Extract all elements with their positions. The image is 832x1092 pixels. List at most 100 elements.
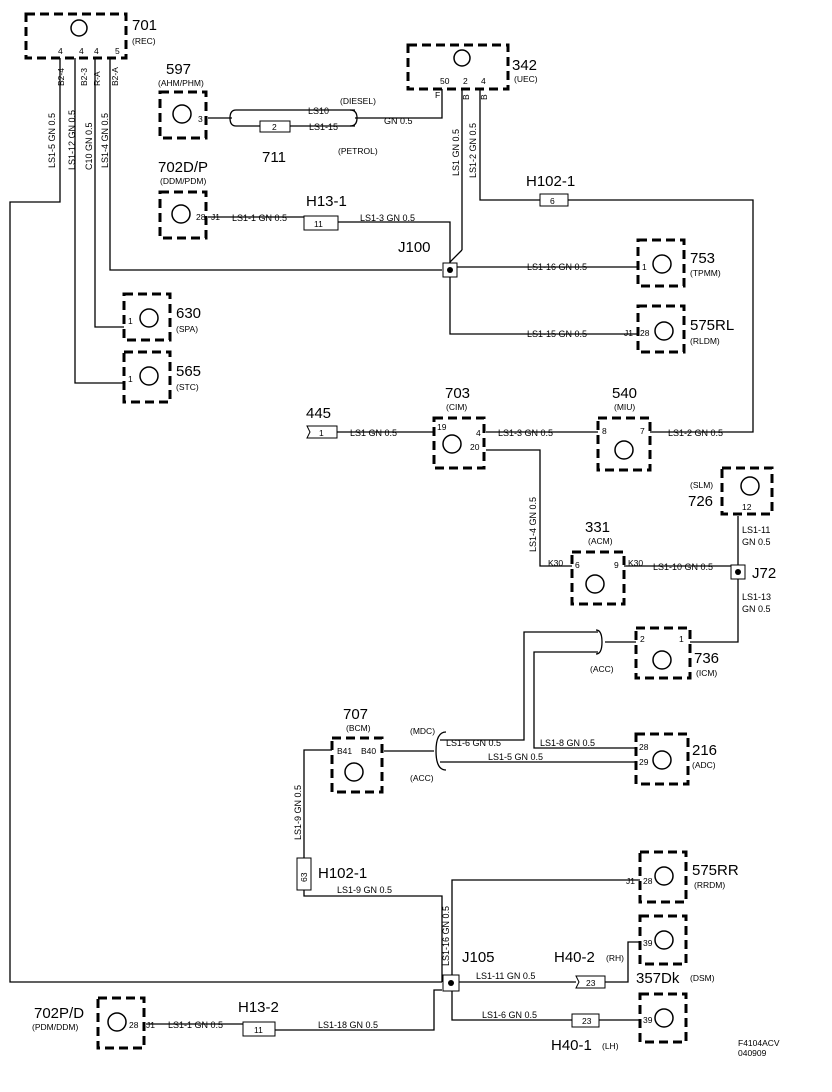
pin-label: 1 bbox=[642, 262, 647, 272]
component-342-id: 342 bbox=[512, 57, 537, 74]
connector-h13-2: 11 H13-2 bbox=[238, 999, 279, 1037]
connector-445: 1 445 bbox=[306, 405, 338, 439]
component-342-uec: 342 (UEC) 50 2 4 bbox=[406, 43, 538, 91]
wire-label: K30 bbox=[628, 558, 643, 568]
pin-label: 1 bbox=[679, 634, 684, 644]
component-753-name: (TPMM) bbox=[690, 268, 721, 278]
wire-label: LS1-1 GN 0.5 bbox=[232, 213, 287, 223]
wire-label: LS1-16 GN 0.5 bbox=[441, 906, 451, 966]
component-357dk-name: (DSM) bbox=[690, 973, 715, 983]
component-630-spa: 630 (SPA) 1 bbox=[122, 292, 201, 342]
wire-label: (DIESEL) bbox=[340, 96, 376, 106]
connector-h13-2-label: H13-2 bbox=[238, 999, 279, 1016]
wire-label: (PETROL) bbox=[338, 146, 378, 156]
connector-h40-1: 23 H40-1 (LH) bbox=[551, 1013, 619, 1054]
connector-h40-1-label: H40-1 bbox=[551, 1037, 592, 1054]
component-597-ahm: 597 (AHM/PHM) 3 bbox=[158, 61, 208, 140]
wire-label: LS1-13 bbox=[742, 592, 771, 602]
connector-h102-1-bottom: 63 H102-1 bbox=[296, 857, 367, 891]
wire-label: (ACC) bbox=[590, 664, 614, 674]
pin-label: 1 bbox=[128, 374, 133, 384]
connector-445-label: 445 bbox=[306, 405, 331, 422]
pin-label: 2 bbox=[640, 634, 645, 644]
wire-label: LS1-6 GN 0.5 bbox=[446, 738, 501, 748]
wire-label: LS1-3 GN 0.5 bbox=[360, 213, 415, 223]
component-702dp: 702D/P (DDM/PDM) 28 J1 bbox=[158, 159, 220, 240]
pin-label: 20 bbox=[470, 442, 480, 452]
wire-label: LS1-10 GN 0.5 bbox=[653, 562, 713, 572]
pin-label: 12 bbox=[742, 502, 752, 512]
connector-label: J1 bbox=[211, 212, 220, 222]
component-736-icm: 736 (ICM) 2 1 bbox=[634, 626, 719, 680]
component-702dp-id: 702D/P bbox=[158, 159, 208, 176]
wire-label: LS1-4 GN 0.5 bbox=[100, 113, 110, 168]
wire-label: LS1-5 GN 0.5 bbox=[488, 752, 543, 762]
component-597-id: 597 bbox=[166, 61, 191, 78]
pin-label: 28 bbox=[640, 328, 650, 338]
component-736-id: 736 bbox=[694, 650, 719, 667]
connector-h40-2-label: H40-2 bbox=[554, 949, 595, 966]
component-575rr: 575RR (RRDM) 28 J1 bbox=[626, 850, 739, 904]
pin-label: 2 bbox=[272, 122, 277, 132]
pin-label: 29 bbox=[639, 757, 649, 767]
junction-j72: J72 bbox=[730, 564, 776, 582]
component-575rl-name: (RLDM) bbox=[690, 336, 720, 346]
component-540-name: (MIU) bbox=[614, 402, 635, 412]
pin-label: 2 bbox=[463, 76, 468, 86]
pin-label: 23 bbox=[586, 978, 596, 988]
component-575rl-id: 575RL bbox=[690, 317, 734, 334]
connector-h40-2-side: (RH) bbox=[606, 953, 624, 963]
junction-j105-label: J105 bbox=[462, 949, 495, 966]
wire-label: LS1 GN 0.5 bbox=[451, 129, 461, 176]
component-331-name: (ACM) bbox=[588, 536, 613, 546]
connector-h40-2: 23 H40-2 (RH) bbox=[554, 949, 624, 989]
pin-label: 50 bbox=[440, 76, 450, 86]
connector-h102-1-bottom-label: H102-1 bbox=[318, 865, 367, 882]
pin-label: 28 bbox=[129, 1020, 139, 1030]
wire-label: LS10 bbox=[308, 106, 329, 116]
component-575rr-id: 575RR bbox=[692, 862, 739, 879]
pin-label: 4 bbox=[476, 428, 481, 438]
wire-label: LS1-8 GN 0.5 bbox=[540, 738, 595, 748]
wire-label: B2-3 bbox=[79, 68, 89, 86]
component-726-name: (SLM) bbox=[690, 480, 713, 490]
pin-label: 63 bbox=[299, 872, 309, 882]
connector-h13-1-label: H13-1 bbox=[306, 193, 347, 210]
junction-j100: J100 bbox=[398, 239, 458, 278]
wire-label: GN 0.5 bbox=[742, 537, 771, 547]
wire-label: LS1-11 GN 0.5 bbox=[476, 971, 535, 981]
component-753-tpmm: 753 (TPMM) 1 bbox=[636, 238, 721, 288]
wire-label: B bbox=[479, 94, 489, 100]
connector-711-label: 711 bbox=[262, 149, 286, 166]
component-540-id: 540 bbox=[612, 385, 637, 402]
pin-label: 4 bbox=[79, 46, 84, 56]
wire-label: B bbox=[461, 94, 471, 100]
wire-label: GN 0.5 bbox=[384, 116, 413, 126]
wire-label: LS1-9 GN 0.5 bbox=[337, 885, 392, 895]
pin-label: 8 bbox=[602, 426, 607, 436]
connector-h40-1-side: (LH) bbox=[602, 1041, 619, 1051]
connector-label: J1 bbox=[626, 876, 635, 886]
junction-j72-label: J72 bbox=[752, 565, 776, 582]
pin-label: 7 bbox=[640, 426, 645, 436]
component-342-name: (UEC) bbox=[514, 74, 538, 84]
component-216-adc: 216 (ADC) 28 29 bbox=[634, 732, 717, 786]
wire-label: LS1-2 GN 0.5 bbox=[468, 123, 478, 178]
component-707-name: (BCM) bbox=[346, 723, 371, 733]
component-707-bcm: 707 (BCM) B41 B40 bbox=[330, 706, 384, 794]
pin-label: 5 bbox=[115, 46, 120, 56]
wire-label: F bbox=[435, 90, 440, 100]
wire-label: (ACC) bbox=[410, 773, 434, 783]
wire-label: LS1-6 GN 0.5 bbox=[482, 1010, 537, 1020]
component-331-acm: 331 (ACM) 6 9 bbox=[570, 519, 626, 606]
component-540-miu: 540 (MIU) 8 7 bbox=[596, 385, 652, 472]
pin-label: 9 bbox=[614, 560, 619, 570]
wire-label: LS1-4 GN 0.5 bbox=[528, 497, 538, 552]
wire-label: LS1-18 GN 0.5 bbox=[318, 1020, 378, 1030]
component-702dp-name: (DDM/PDM) bbox=[160, 176, 206, 186]
wire-label: GN 0.5 bbox=[742, 604, 771, 614]
component-565-stc: 565 (STC) 1 bbox=[122, 350, 201, 404]
pin-label: 6 bbox=[575, 560, 580, 570]
pin-label: 4 bbox=[94, 46, 99, 56]
component-703-cim: 703 (CIM) 19 4 20 bbox=[432, 385, 486, 470]
